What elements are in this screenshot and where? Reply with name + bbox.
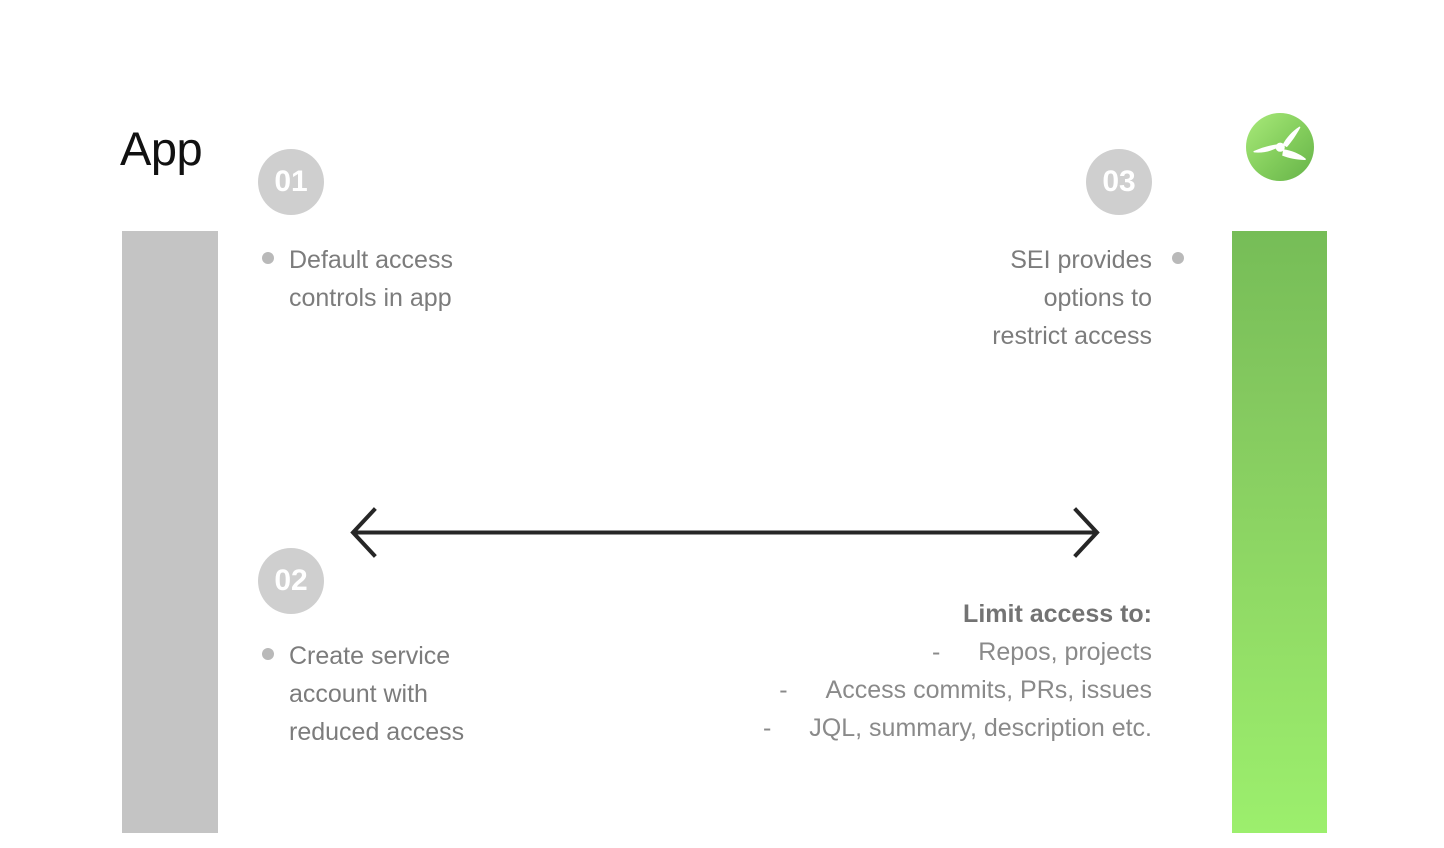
step-badge-01: 01 [258, 149, 324, 215]
bullet-dot-icon [1172, 252, 1184, 264]
right-green-bar [1232, 231, 1327, 833]
limit-access-heading: Limit access to: [963, 600, 1152, 628]
limit-access-item: - Access commits, PRs, issues [763, 671, 1152, 709]
left-gray-bar [122, 231, 218, 833]
limit-access-item: - Repos, projects [763, 633, 1152, 671]
limit-access-item-label: Repos, projects [978, 638, 1152, 666]
double-headed-arrow-icon [348, 505, 1102, 561]
limit-access-item-label: Access commits, PRs, issues [825, 676, 1152, 704]
step-badge-03: 03 [1086, 149, 1152, 215]
step-text-01: Default access controls in app [289, 246, 453, 312]
step-badge-02: 02 [258, 548, 324, 614]
limit-access-block: Limit access to: - Repos, projects - Acc… [763, 595, 1152, 747]
propeller-logo-icon [1246, 113, 1314, 181]
bullet-dot-icon [262, 648, 274, 660]
limit-access-item: - JQL, summary, description etc. [763, 709, 1152, 747]
dash-marker: - [931, 638, 941, 666]
step-text-03: SEI provides options to restrict access [992, 246, 1152, 350]
bullet-dot-icon [262, 252, 274, 264]
limit-access-item-label: JQL, summary, description etc. [809, 714, 1152, 742]
dash-marker: - [779, 676, 788, 704]
dash-marker: - [762, 714, 772, 742]
step-text-02: Create service account with reduced acce… [289, 642, 465, 746]
page-title: App [120, 122, 203, 175]
